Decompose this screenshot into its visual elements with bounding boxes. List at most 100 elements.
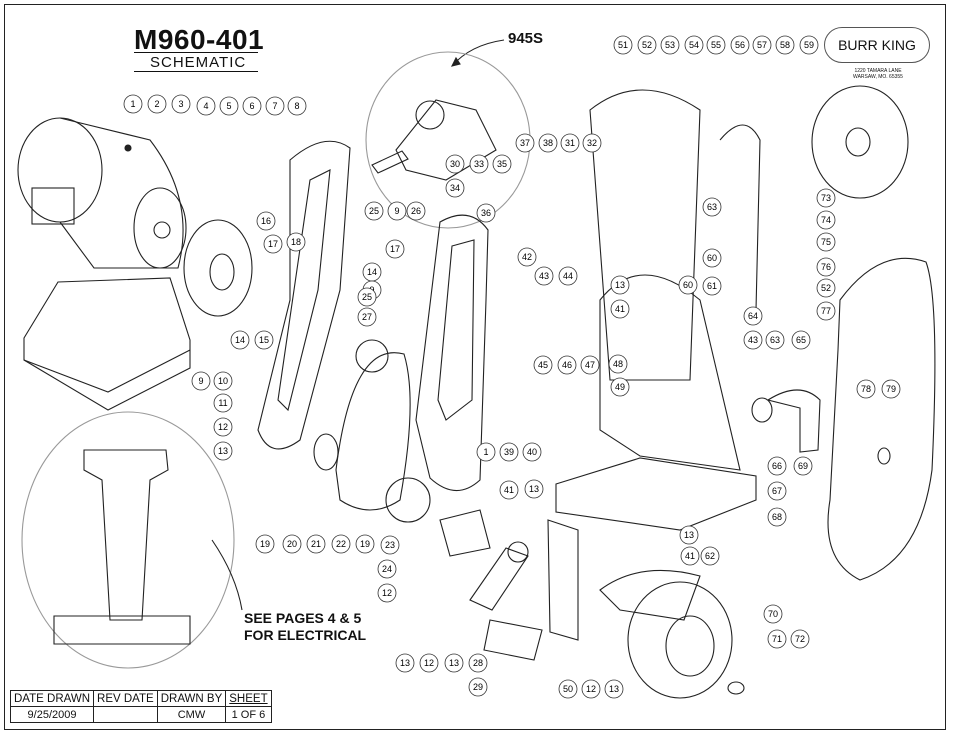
balloon-42: 42 [517, 247, 537, 267]
balloon-number: 63 [770, 335, 780, 345]
drive-wheel-70 [627, 581, 733, 699]
balloon-number: 61 [707, 281, 717, 291]
balloon-circle [357, 287, 377, 307]
balloon-6: 6 [242, 96, 262, 116]
balloon-number: 27 [362, 312, 372, 322]
motor-body [59, 117, 184, 269]
balloon-circle [582, 133, 602, 153]
balloon-circle [702, 197, 722, 217]
drive-flange-hub [209, 253, 235, 291]
drive-flange [183, 219, 253, 317]
balloon-circle [468, 677, 488, 697]
balloon-circle [444, 653, 464, 673]
balloon-circle [419, 653, 439, 673]
balloon-13: 13 [679, 525, 699, 545]
hose-fitting-66 [751, 397, 773, 423]
balloon-circle [213, 371, 233, 391]
belt-guard [589, 89, 701, 381]
balloon-41: 41 [680, 546, 700, 566]
balloon-circle [357, 307, 377, 327]
sander-detail-arm [371, 150, 409, 174]
balloon-51: 51 [613, 35, 633, 55]
balloon-number: 8 [294, 101, 299, 111]
balloon-circle [816, 257, 836, 277]
balloon-66: 66 [767, 456, 787, 476]
balloon-circle [196, 96, 216, 116]
balloon-43: 43 [534, 266, 554, 286]
balloon-circle [856, 379, 876, 399]
balloon-number: 63 [707, 202, 717, 212]
balloon-38: 38 [538, 133, 558, 153]
company-logo: BURR KING [824, 27, 930, 63]
balloon-circle [265, 96, 285, 116]
balloon-number: 4 [203, 101, 208, 111]
balloon-number: 57 [757, 40, 767, 50]
balloon-circle [191, 371, 211, 391]
balloon-circle [743, 306, 763, 326]
balloon-circle [608, 354, 628, 374]
balloon-circle [469, 154, 489, 174]
balloon-36: 36 [476, 203, 496, 223]
balloon-number: 13 [684, 530, 694, 540]
contact-arm-right-slot [437, 239, 475, 421]
balloon-number: 25 [369, 206, 379, 216]
balloon-circle [476, 442, 496, 462]
balloon-number: 19 [260, 539, 270, 549]
balloon-55: 55 [706, 35, 726, 55]
balloon-circle [752, 35, 772, 55]
header-drawn-by: DRAWN BY [156, 690, 227, 707]
pedestal-top [23, 277, 191, 411]
balloon-60: 60 [702, 248, 722, 268]
balloon-circle [610, 275, 630, 295]
address-line-2: WARSAW, MO. 65355 [853, 74, 903, 80]
balloon-circle [767, 507, 787, 527]
balloon-number: 75 [821, 237, 831, 247]
balloon-circle [213, 393, 233, 413]
balloon-1: 1 [123, 94, 143, 114]
balloon-circle [522, 442, 542, 462]
balloon-circle [767, 456, 787, 476]
balloon-number: 1 [130, 99, 135, 109]
balloon-14: 14 [362, 262, 382, 282]
contact-arm-left [257, 140, 351, 450]
balloon-number: 34 [450, 183, 460, 193]
balloon-number: 46 [562, 360, 572, 370]
pedestal-top-edge [23, 349, 191, 393]
balloon-64: 64 [743, 306, 763, 326]
abrasive-belt [827, 257, 936, 581]
balloon-17: 17 [385, 239, 405, 259]
balloon-circle [637, 35, 657, 55]
balloon-number: 9 [198, 376, 203, 386]
balloon-circle [558, 266, 578, 286]
balloon-circle [406, 201, 426, 221]
drawing-subtitle: SCHEMATIC [150, 54, 247, 71]
subtitle-underline [134, 71, 258, 72]
balloon-number: 79 [886, 384, 896, 394]
balloon-75: 75 [816, 232, 836, 252]
balloon-21: 21 [306, 534, 326, 554]
callout-label: 945S [508, 30, 544, 47]
address-line-1: 1220 TAMARA LANE [854, 68, 902, 74]
balloon-76: 76 [816, 257, 836, 277]
balloon-54: 54 [684, 35, 704, 55]
balloon-67: 67 [767, 481, 787, 501]
balloon-45: 45 [533, 355, 553, 375]
balloon-circle [816, 188, 836, 208]
balloon-18: 18 [286, 232, 306, 252]
balloon-13: 13 [395, 653, 415, 673]
balloon-8: 8 [287, 96, 307, 116]
balloon-number: 12 [586, 684, 596, 694]
balloon-circle [613, 35, 633, 55]
balloon-number: 21 [311, 539, 321, 549]
value-date-drawn: 9/25/2009 [9, 706, 95, 723]
balloon-circle [171, 94, 191, 114]
balloon-4: 4 [196, 96, 216, 116]
balloon-49: 49 [610, 377, 630, 397]
balloon-58: 58 [775, 35, 795, 55]
balloon-circle [560, 133, 580, 153]
balloon-57: 57 [752, 35, 772, 55]
balloon-circle [524, 479, 544, 499]
balloon-20: 20 [282, 534, 302, 554]
wheel-guard-62 [599, 569, 701, 621]
